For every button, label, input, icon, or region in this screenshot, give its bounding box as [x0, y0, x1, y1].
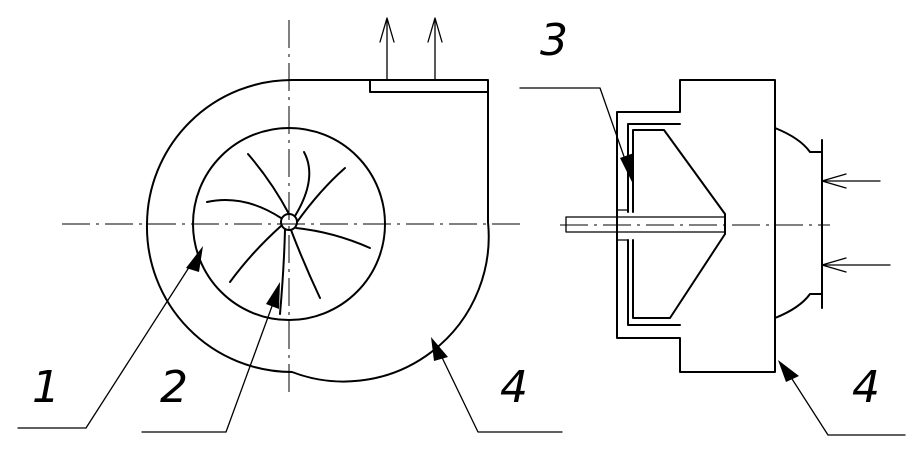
leader-line-3 [519, 87, 629, 169]
impeller-backplate [627, 239, 681, 326]
front-view: 1 2 4 [17, 17, 563, 433]
inlet-arrows [821, 173, 891, 273]
blade [290, 229, 321, 299]
inlet-nozzle-top [774, 127, 823, 153]
impeller-ring [192, 127, 386, 321]
outlet-flange [369, 79, 489, 93]
label-2: 2 [160, 362, 188, 413]
blade [295, 227, 371, 249]
arrowhead-4-front [431, 337, 448, 361]
label-4-front: 4 [500, 362, 528, 413]
shaft-body [565, 216, 726, 233]
leader-2 [141, 282, 280, 433]
leader-line-1 [17, 257, 196, 429]
blade [294, 151, 311, 217]
outlet-arrows [379, 17, 443, 81]
leader-line-4-front [435, 344, 563, 433]
blade [229, 225, 282, 283]
label-4-side: 4 [852, 362, 880, 413]
arrowhead-3 [620, 153, 634, 182]
label-1: 1 [32, 362, 60, 413]
leader-3 [519, 87, 634, 182]
side-casing [616, 79, 776, 373]
arrow-up-icon [427, 17, 443, 43]
arrow-left-icon [821, 173, 847, 189]
shaft [565, 209, 726, 241]
side-view: 3 4 [519, 15, 906, 436]
leader-1 [17, 246, 203, 429]
label-3: 3 [540, 15, 568, 66]
leader-4-front [431, 337, 563, 433]
arrowhead-1 [186, 246, 203, 272]
blade [279, 229, 286, 315]
volute-casing [145, 79, 490, 383]
blade [296, 167, 346, 223]
blade [247, 153, 290, 215]
leader-line-2 [141, 297, 276, 433]
impeller-cone [632, 129, 726, 319]
blade [206, 199, 282, 219]
arrowhead-2 [266, 282, 280, 309]
arrow-left-icon [821, 257, 847, 273]
arrow-up-icon [379, 17, 395, 43]
leader-4-side [778, 360, 906, 436]
impeller-blades [206, 151, 371, 315]
inlet-nozzle-bottom [774, 293, 823, 319]
arrowhead-4-side [778, 360, 799, 382]
leader-line-4-side [784, 367, 906, 436]
impeller-backplate-top [627, 123, 681, 213]
